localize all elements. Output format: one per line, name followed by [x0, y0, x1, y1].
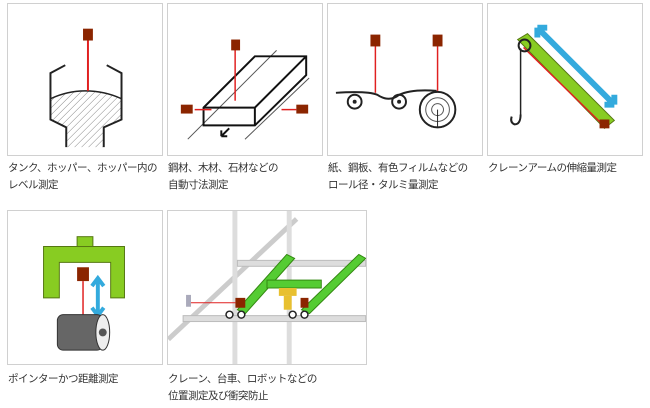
pointer-distance-illustration[interactable] — [7, 210, 163, 365]
caption-crane-arm: クレーンアームの伸縮量測定 — [488, 162, 617, 174]
tank-level-illustration[interactable] — [7, 3, 163, 156]
dimension-measure-illustration[interactable] — [167, 3, 323, 156]
crane-arm-illustration[interactable] — [487, 3, 643, 156]
double-arrow-icon — [90, 274, 106, 319]
hook-icon — [510, 114, 522, 126]
caption-crane-position: クレーン、台車、ロボットなどの位置測定及び衝突防止 — [168, 373, 317, 402]
double-arrow-icon — [534, 24, 618, 108]
crane-position-illustration[interactable] — [167, 210, 367, 365]
caption-dimension: 鋼材、木材、石材などの自動寸法測定 — [168, 162, 279, 191]
arrow-icon — [220, 127, 230, 138]
sensor-icon — [83, 28, 93, 41]
caption-level: タンク、ホッパー、ホッパー内のレベル測定 — [8, 162, 157, 191]
roll-diameter-illustration[interactable] — [327, 3, 483, 156]
caption-roll: 紙、鋼板、有色フィルムなどのロール径・タルミ量測定 — [328, 162, 468, 191]
caption-pointer: ポインターかつ距離測定 — [8, 373, 119, 385]
